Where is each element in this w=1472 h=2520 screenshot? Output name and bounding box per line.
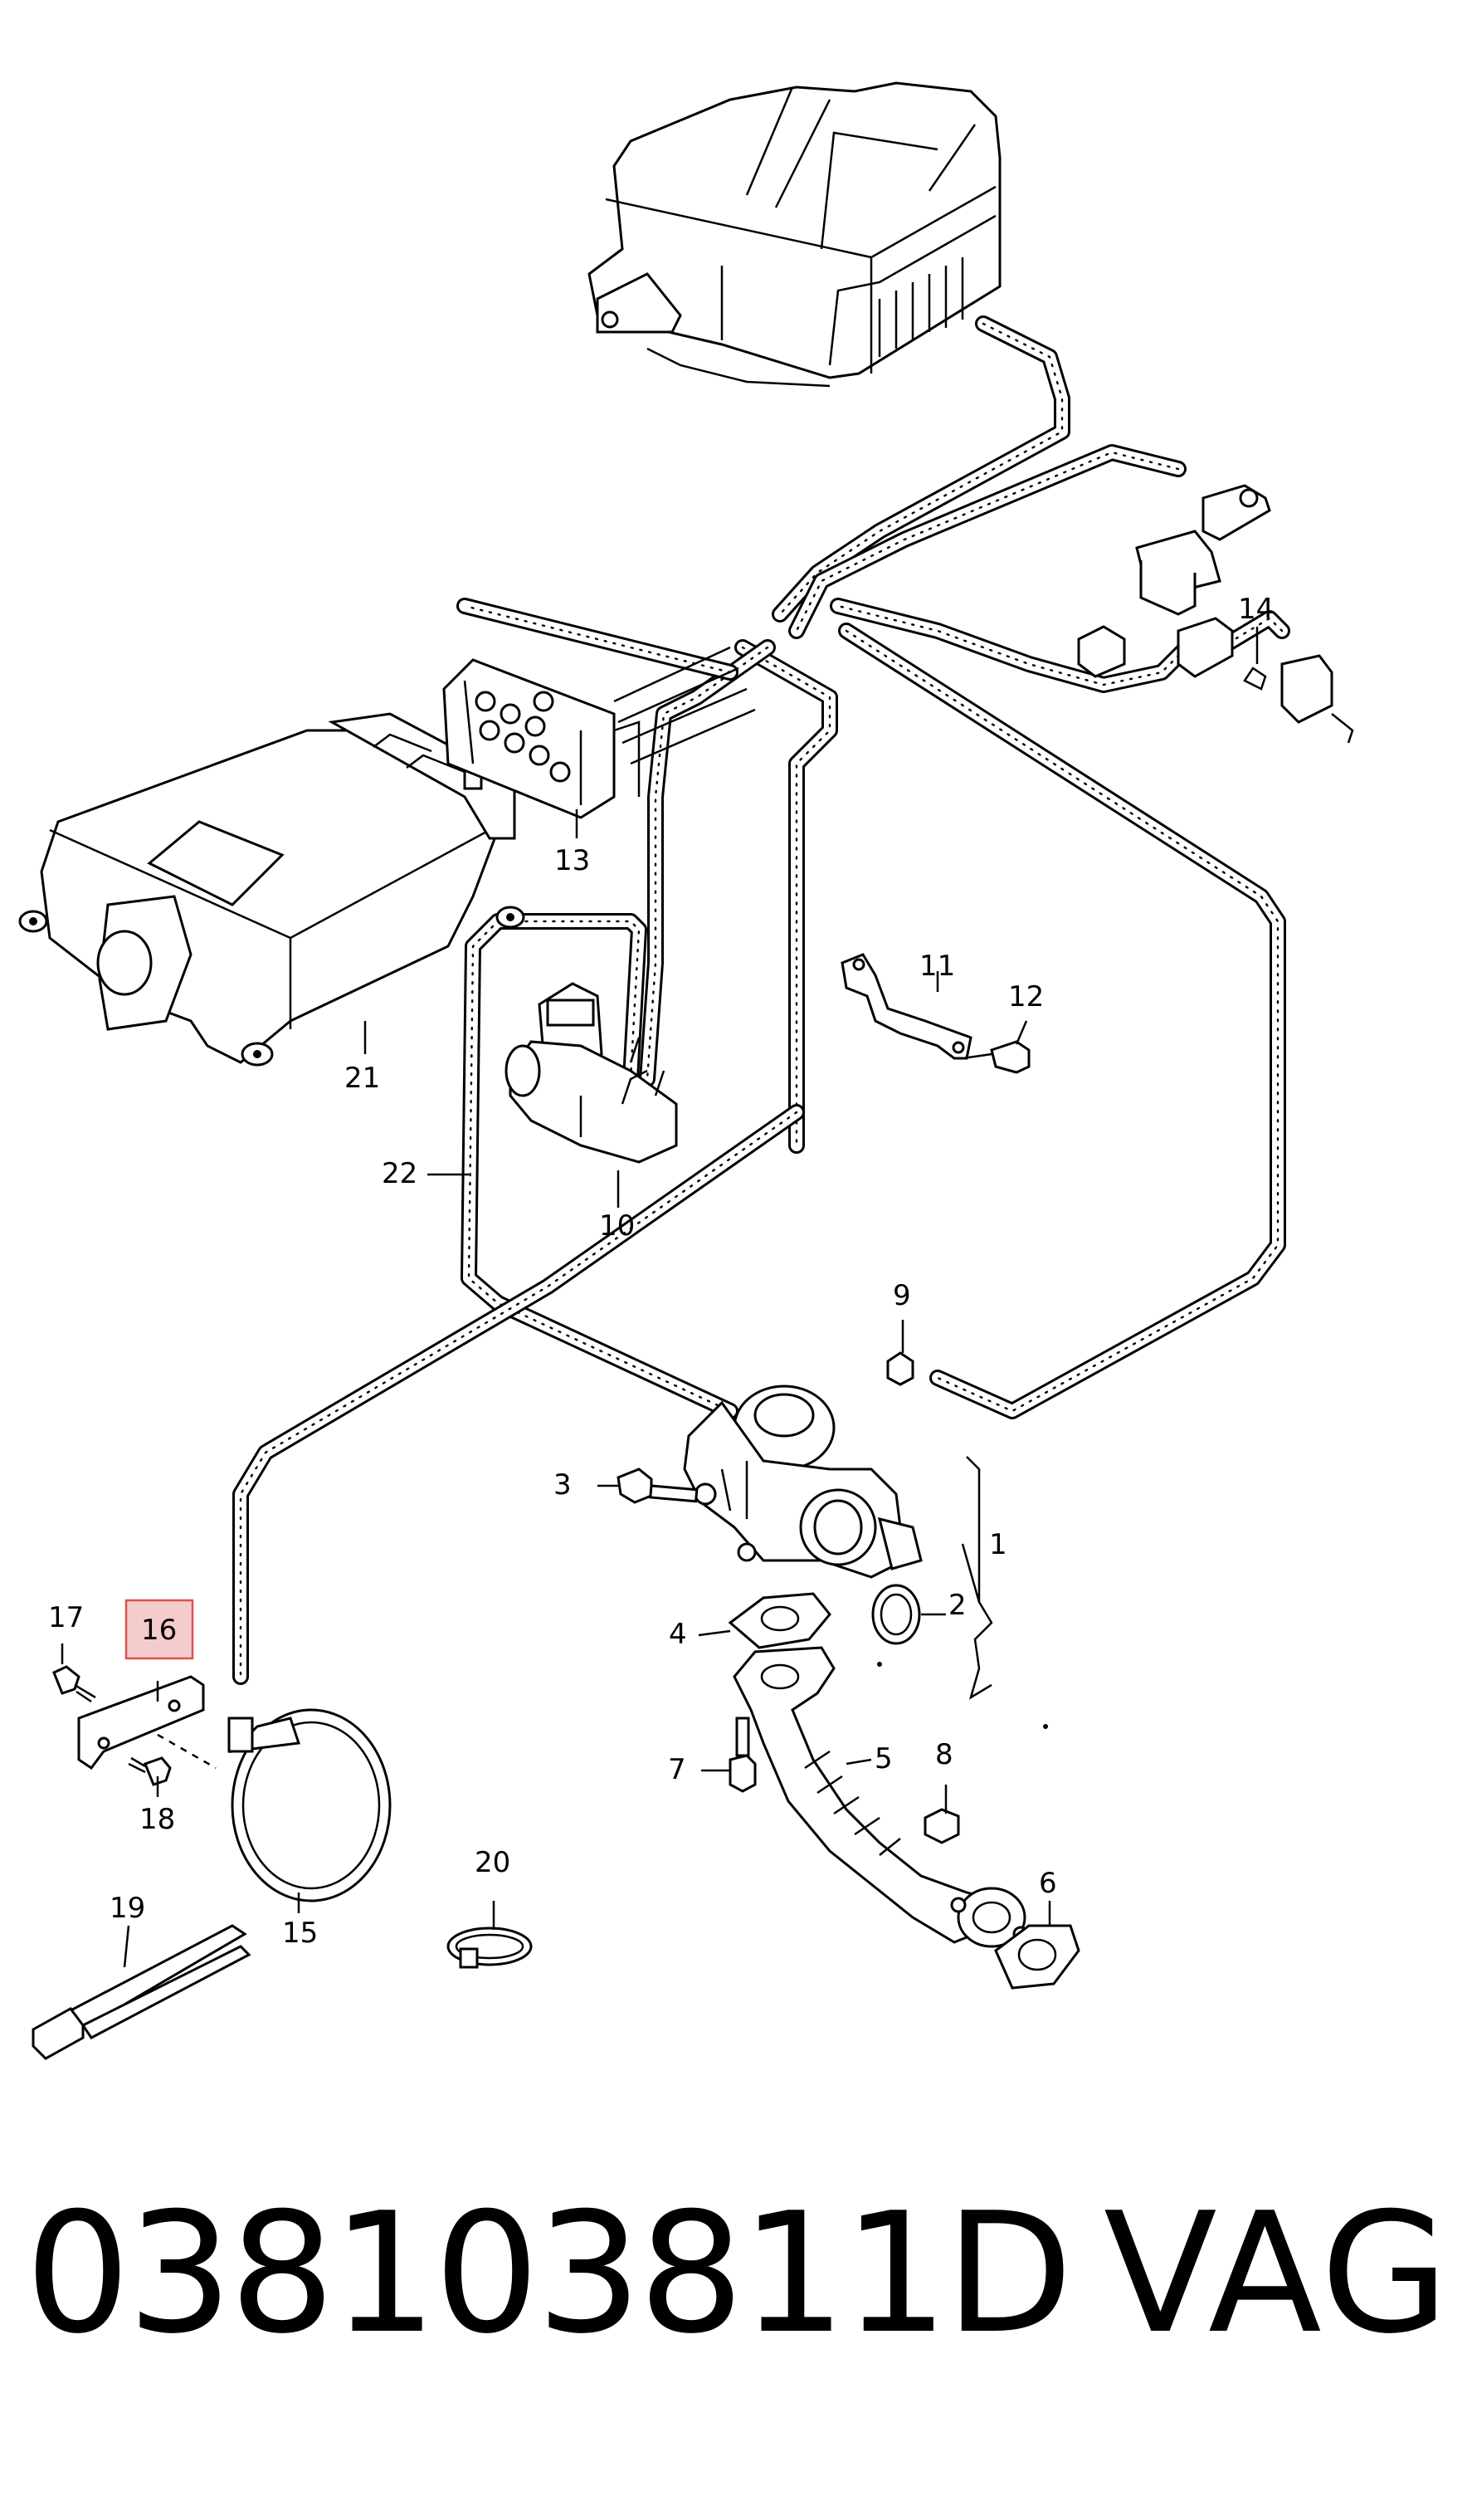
vacuum-hose [467,920,732,1413]
callout-18: 18 [139,1803,175,1836]
vacuum-hose [461,913,738,1419]
callout-20: 20 [475,1846,510,1879]
callout-15: 15 [282,1917,318,1950]
vacuum-hose [741,646,831,1147]
pressure-converter-14 [1077,617,1354,744]
callout-22: 22 [382,1157,417,1190]
bolt-7 [729,1717,757,1793]
bracket-16 [77,1675,217,1770]
vacuum-hose [832,600,1288,691]
callout-14: 14 [1238,593,1274,626]
sensor-top-right [1135,484,1271,616]
screw-18 [128,1756,172,1786]
callout-5: 5 [875,1742,893,1775]
egr-valve-1 [683,1385,923,1579]
hose-clamp-20 [446,1927,533,1969]
callout-19: 19 [110,1892,145,1925]
callout-labels: 1 2 3 4 5 6 7 8 9 10 11 12 13 14 15 16 1… [48,593,1274,1950]
callout-2: 2 [948,1589,967,1622]
callout-9: 9 [893,1279,911,1312]
screw-17 [52,1665,96,1703]
callout-16: 16 [141,1614,177,1647]
callout-17: 17 [48,1601,84,1634]
gasket-6 [994,1924,1080,1990]
vacuum-hose [778,322,1064,616]
bolt-3 [617,1468,699,1504]
multi-connector [442,646,756,819]
nut-8 [924,1808,960,1844]
vacuum-hose [795,451,1180,632]
solenoid-valve-10 [504,982,678,1164]
leader-lines [61,627,1259,1968]
vacuum-hose [463,604,732,674]
egr-pipe-5 [733,1646,1029,1948]
control-unit [18,712,525,1067]
vacuum-hose [463,916,736,1417]
o-ring-2 [871,1584,921,1645]
vacuum-hoses [232,315,1290,1685]
vacuum-reservoir-15 [227,1708,392,1902]
callout-8: 8 [935,1738,953,1771]
vacuum-hose [845,629,1279,1413]
callout-10: 10 [599,1209,635,1243]
callout-4: 4 [669,1618,687,1651]
callout-11: 11 [919,950,955,983]
callout-1: 1 [989,1528,1007,1561]
callout-7: 7 [668,1753,686,1786]
bolt-12 [962,1040,1031,1074]
callout-3: 3 [553,1468,572,1502]
callout-6: 6 [1039,1867,1057,1900]
cable-tie-19 [32,1924,251,2060]
part-number: 038103811D [25,2177,1073,2371]
clip-9 [886,1351,914,1386]
brand-label: VAG [1104,2177,1451,2371]
vacuum-hose [734,639,838,1154]
highlight-box-16 [124,1599,194,1660]
air-filter-housing [587,81,1002,388]
vacuum-hose [646,646,769,1081]
callout-12: 12 [1008,980,1044,1013]
vacuum-hose [737,642,836,1151]
callout-21: 21 [344,1062,380,1095]
vacuum-hose [239,1111,798,1678]
gasket-4 [728,1592,831,1649]
callout-13: 13 [554,844,590,877]
bracket-11 [841,953,972,1060]
